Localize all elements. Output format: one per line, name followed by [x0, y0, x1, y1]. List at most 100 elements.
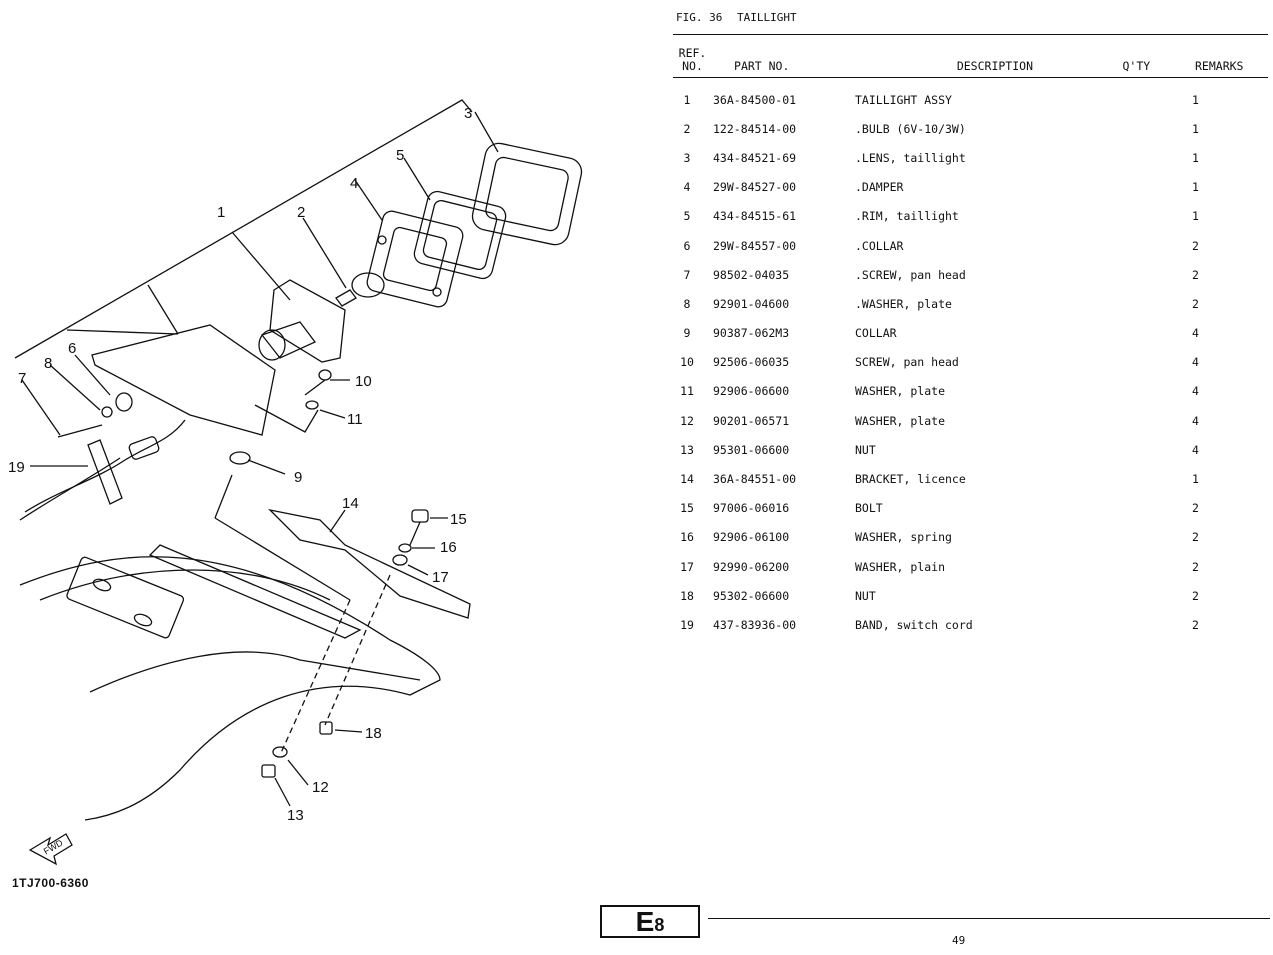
header-qty: Q'TY — [1122, 59, 1151, 73]
callout-3: 3 — [464, 105, 472, 122]
part-no: 92906-06600 — [713, 384, 790, 399]
ref-no: 6 — [683, 238, 691, 253]
figure-name: TAILLIGHT — [736, 11, 797, 24]
description: .BULB (6V-10/3W) — [855, 121, 966, 136]
description: COLLAR — [855, 326, 897, 341]
description: NUT — [855, 588, 876, 603]
callout-6: 6 — [68, 340, 76, 357]
callout-7: 7 — [18, 370, 26, 387]
section-letter: E — [635, 906, 655, 937]
quantity: 1 — [1192, 92, 1199, 107]
description: WASHER, plate — [855, 413, 946, 428]
description: SCREW, pan head — [855, 355, 959, 370]
part-no: 92990-06200 — [713, 559, 790, 574]
description: .LENS, taillight — [855, 150, 966, 165]
part-no: 92506-06035 — [713, 355, 790, 370]
ref-no: 17 — [680, 559, 694, 574]
ref-no: 4 — [683, 180, 691, 195]
table-row: 2 122-84514-00 .BULB (6V-10/3W) 1 — [673, 114, 1268, 143]
section-number: 8 — [654, 915, 665, 935]
part-no: 90201-06571 — [713, 413, 790, 428]
callout-1: 1 — [217, 204, 225, 221]
exploded-diagram: 1 2 3 4 5 6 7 8 9 10 11 12 13 14 15 16 1… — [0, 0, 620, 955]
callout-2: 2 — [297, 204, 305, 221]
ref-no: 1 — [683, 92, 691, 107]
table-header: REF. NO. PART NO. DESCRIPTION Q'TY REMAR… — [673, 35, 1268, 77]
description: .WASHER, plate — [855, 296, 952, 311]
description: .DAMPER — [855, 180, 904, 195]
quantity: 1 — [1192, 209, 1199, 224]
part-no: 434-84521-69 — [713, 150, 797, 165]
ref-no: 11 — [680, 384, 694, 399]
description: BAND, switch cord — [855, 617, 973, 632]
part-no: 97006-06016 — [713, 501, 790, 516]
description: WASHER, plate — [855, 384, 946, 399]
diagram-code: 1TJ700-6360 — [12, 876, 89, 890]
description: WASHER, spring — [855, 530, 952, 545]
ref-no: 8 — [683, 296, 691, 311]
description: TAILLIGHT ASSY — [855, 92, 952, 107]
description: NUT — [855, 442, 876, 457]
quantity: 2 — [1192, 267, 1199, 282]
description: WASHER, plain — [855, 559, 946, 574]
header-ref: REF. NO. — [678, 46, 707, 73]
page-number: 49 — [952, 934, 966, 947]
table-row: 6 29W-84557-00 .COLLAR 2 — [673, 231, 1268, 260]
quantity: 4 — [1192, 326, 1199, 341]
footer-rule — [708, 918, 1270, 919]
quantity: 4 — [1192, 442, 1199, 457]
callout-10: 10 — [355, 373, 372, 390]
description: BRACKET, licence — [855, 472, 966, 487]
ref-no: 9 — [683, 326, 691, 341]
part-no: 90387-062M3 — [713, 326, 790, 341]
header-part-no: PART NO. — [734, 59, 790, 73]
callout-14: 14 — [342, 495, 359, 512]
part-no: 29W-84557-00 — [713, 238, 797, 253]
header-description: DESCRIPTION — [956, 59, 1033, 73]
callout-17: 17 — [432, 569, 449, 586]
callout-9: 9 — [294, 469, 302, 486]
part-no: 95301-06600 — [713, 442, 790, 457]
table-row: 1 36A-84500-01 TAILLIGHT ASSY 1 — [673, 85, 1268, 114]
quantity: 4 — [1192, 384, 1199, 399]
part-no: 122-84514-00 — [713, 121, 797, 136]
quantity: 2 — [1192, 559, 1199, 574]
part-no: 36A-84500-01 — [713, 92, 797, 107]
description: BOLT — [855, 501, 883, 516]
table-header-rule — [673, 77, 1268, 78]
callout-8: 8 — [44, 355, 52, 372]
quantity: 2 — [1192, 238, 1199, 253]
figure-title: FIG. 36 TAILLIGHT — [676, 11, 805, 24]
part-no: 36A-84551-00 — [713, 472, 797, 487]
section-badge: E8 — [600, 905, 700, 938]
description: .RIM, taillight — [855, 209, 959, 224]
ref-no: 12 — [680, 413, 694, 428]
callout-15: 15 — [450, 511, 467, 528]
quantity: 2 — [1192, 296, 1199, 311]
ref-no: 14 — [680, 472, 694, 487]
parts-table: REF. NO. PART NO. DESCRIPTION Q'TY REMAR… — [673, 34, 1268, 640]
callout-11: 11 — [347, 411, 363, 428]
ref-no: 19 — [680, 617, 694, 632]
part-no: 98502-04035 — [713, 267, 790, 282]
ref-no: 2 — [683, 121, 691, 136]
quantity: 2 — [1192, 501, 1199, 516]
part-no: 437-83936-00 — [713, 617, 797, 632]
callout-5: 5 — [396, 147, 404, 164]
part-no: 92906-06100 — [713, 530, 790, 545]
quantity: 1 — [1192, 121, 1199, 136]
callout-18: 18 — [365, 725, 382, 742]
part-no: 434-84515-61 — [713, 209, 797, 224]
quantity: 4 — [1192, 355, 1199, 370]
description: .COLLAR — [855, 238, 904, 253]
quantity: 1 — [1192, 150, 1199, 165]
quantity: 2 — [1192, 588, 1199, 603]
